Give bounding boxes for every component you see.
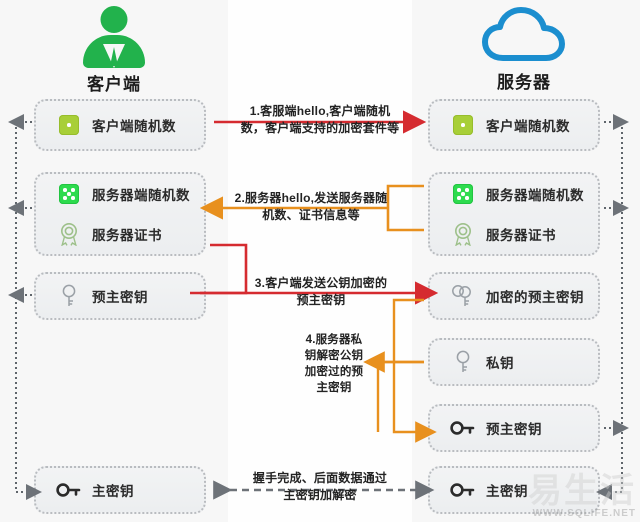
key-icon <box>446 350 480 374</box>
dice-one-icon <box>446 115 480 135</box>
middle-column-band <box>228 0 412 522</box>
box-label: 预主密钥 <box>486 422 542 437</box>
box-row: 客户端随机数 <box>430 104 598 146</box>
box-row: 服务器端随机数 <box>36 174 204 214</box>
box-label: 客户端随机数 <box>92 119 176 134</box>
server-header: 服务器 <box>464 6 584 93</box>
box-row: 预主密钥 <box>430 407 598 449</box>
dice-five-icon <box>52 184 86 204</box>
certificate-icon <box>446 222 480 247</box>
step3-line2: 预主密钥 <box>296 293 346 307</box>
box-row: 服务器证书 <box>430 214 598 254</box>
box-label: 加密的预主密钥 <box>486 290 584 305</box>
client-random-box[interactable]: 客户端随机数 <box>34 99 206 151</box>
key-dark-icon <box>446 420 480 436</box>
client-pre-master-key-box[interactable]: 预主密钥 <box>34 272 206 320</box>
box-label: 客户端随机数 <box>486 119 570 134</box>
footer-label: 握手完成、后面数据通过 主密钥加解密 <box>232 470 408 504</box>
key-icon <box>52 284 86 308</box>
box-label: 服务器端随机数 <box>92 188 190 203</box>
server-encrypted-pre-master-key-box[interactable]: 加密的预主密钥 <box>428 272 600 320</box>
server-pre-master-key-box[interactable]: 预主密钥 <box>428 404 600 452</box>
box-label: 服务器证书 <box>486 228 556 243</box>
server-client-random-box[interactable]: 客户端随机数 <box>428 99 600 151</box>
dice-one-icon <box>52 115 86 135</box>
step4-line3: 加密过的预 <box>304 366 364 378</box>
server-private-key-box[interactable]: 私钥 <box>428 338 600 386</box>
box-row: 服务器端随机数 <box>430 174 598 214</box>
dice-five-icon <box>446 184 480 204</box>
step4-label: 4.服务器私 钥解密公钥 加密过的预 主密钥 <box>296 332 372 396</box>
step1-line1: 1.客服端hello,客户端随机 <box>249 104 391 118</box>
box-row: 主密钥 <box>36 469 204 511</box>
double-key-icon <box>446 284 480 308</box>
box-label: 服务器证书 <box>92 228 162 243</box>
server-master-key-box[interactable]: 主密钥 <box>428 466 600 514</box>
step1-label: 1.客服端hello,客户端随机 数，客户端支持的加密套件等 <box>222 103 418 137</box>
box-label: 主密钥 <box>92 484 134 499</box>
box-row: 私钥 <box>430 341 598 383</box>
person-icon <box>81 6 147 68</box>
client-server-random-cert-box[interactable]: 服务器端随机数 服务器证书 <box>34 172 206 256</box>
client-header: 客户端 <box>54 6 174 95</box>
box-row: 服务器证书 <box>36 214 204 254</box>
client-title: 客户端 <box>87 75 141 94</box>
step3-label: 3.客户端发送公钥加密的 预主密钥 <box>228 275 414 309</box>
step2-label: 2.服务器hello,发送服务器随 机数、证书信息等 <box>228 190 394 224</box>
step4-line4: 主密钥 <box>316 382 352 394</box>
footer-line1: 握手完成、后面数据通过 <box>252 471 388 485</box>
key-dark-icon <box>446 482 480 498</box>
step2-line1: 2.服务器hello,发送服务器随 <box>234 191 388 205</box>
box-label: 服务器端随机数 <box>486 188 584 203</box>
client-master-key-box[interactable]: 主密钥 <box>34 466 206 514</box>
step3-line1: 3.客户端发送公钥加密的 <box>254 276 388 290</box>
footer-line2: 主密钥加解密 <box>283 488 357 502</box>
box-label: 预主密钥 <box>92 290 148 305</box>
certificate-icon <box>52 222 86 247</box>
box-row: 加密的预主密钥 <box>430 275 598 317</box>
server-random-cert-box[interactable]: 服务器端随机数 服务器证书 <box>428 172 600 256</box>
box-label: 私钥 <box>486 356 514 371</box>
box-row: 预主密钥 <box>36 275 204 317</box>
step2-line2: 机数、证书信息等 <box>262 208 360 222</box>
box-label: 主密钥 <box>486 484 528 499</box>
cloud-icon <box>481 6 567 66</box>
box-row: 主密钥 <box>430 469 598 511</box>
box-row: 客户端随机数 <box>36 104 204 146</box>
server-title: 服务器 <box>497 73 551 92</box>
key-dark-icon <box>52 482 86 498</box>
step4-line1: 4.服务器私 <box>305 334 363 346</box>
step4-line2: 钥解密公钥 <box>304 350 364 362</box>
step1-line2: 数，客户端支持的加密套件等 <box>240 121 400 135</box>
